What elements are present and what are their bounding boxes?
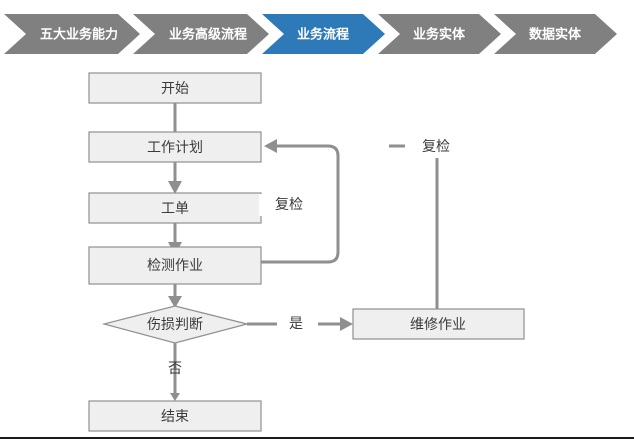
edge-label-recheck-outer-text: 复检 [422,138,450,155]
flowchart: 开始 工作计划 工单 检测作业 伤损判断 [0,56,634,437]
edge-decision-to-end [170,343,180,401]
node-repair[interactable]: 维修作业 [352,308,525,340]
breadcrumb-step-1-label: 五大业务能力 [40,27,118,43]
edge-recheck-outer [389,144,439,309]
breadcrumb-step-2-label: 业务高级流程 [169,27,247,43]
chevron-shape [494,14,617,54]
edge-label-no: 否 [168,361,182,377]
node-decision-label: 伤损判断 [147,317,203,333]
breadcrumb-step-3[interactable]: 业务流程 [262,14,385,54]
breadcrumb-step-3-label: 业务流程 [297,27,349,43]
node-start-label: 开始 [161,81,189,97]
node-end-label: 结束 [161,409,189,425]
node-work-plan[interactable]: 工作计划 [88,131,262,163]
breadcrumb-step-4-label: 业务实体 [413,27,466,43]
recheck-inner-label-backing [259,194,319,216]
edge-decision-to-repair [247,317,353,331]
breadcrumb-step-5[interactable]: 数据实体 [494,14,617,54]
edge-workplan-to-workorder [168,162,182,194]
chevron-shape [378,14,501,54]
node-repair-label: 维修作业 [410,317,466,333]
node-work-order[interactable]: 工单 [88,192,262,224]
recheck-outer-label-backing [405,136,467,158]
breadcrumb: 五大业务能力 业务高级流程 业务流程 业务实体 数据实体 [0,12,634,56]
node-end[interactable]: 结束 [88,400,262,432]
edge-inspection-to-decision [168,284,182,308]
edge-label-yes: 是 [289,316,303,332]
edge-label-recheck-inner-text: 复检 [275,196,303,213]
node-work-plan-label: 工作计划 [147,140,203,156]
breadcrumb-step-4[interactable]: 业务实体 [378,14,501,54]
chevron-shape [133,14,269,54]
edge-recheck-inner [260,139,340,264]
chevron-shape-active [262,14,385,54]
breadcrumb-step-1[interactable]: 五大业务能力 [4,14,140,54]
node-inspection[interactable]: 检测作业 [88,246,262,285]
breadcrumb-step-2[interactable]: 业务高级流程 [133,14,269,54]
node-start[interactable]: 开始 [88,72,262,104]
node-work-order-label: 工单 [161,201,189,217]
node-decision[interactable]: 伤损判断 [101,305,248,344]
node-inspection-label: 检测作业 [147,258,203,274]
chevron-shape [4,14,140,54]
breadcrumb-step-5-label: 数据实体 [529,27,582,43]
